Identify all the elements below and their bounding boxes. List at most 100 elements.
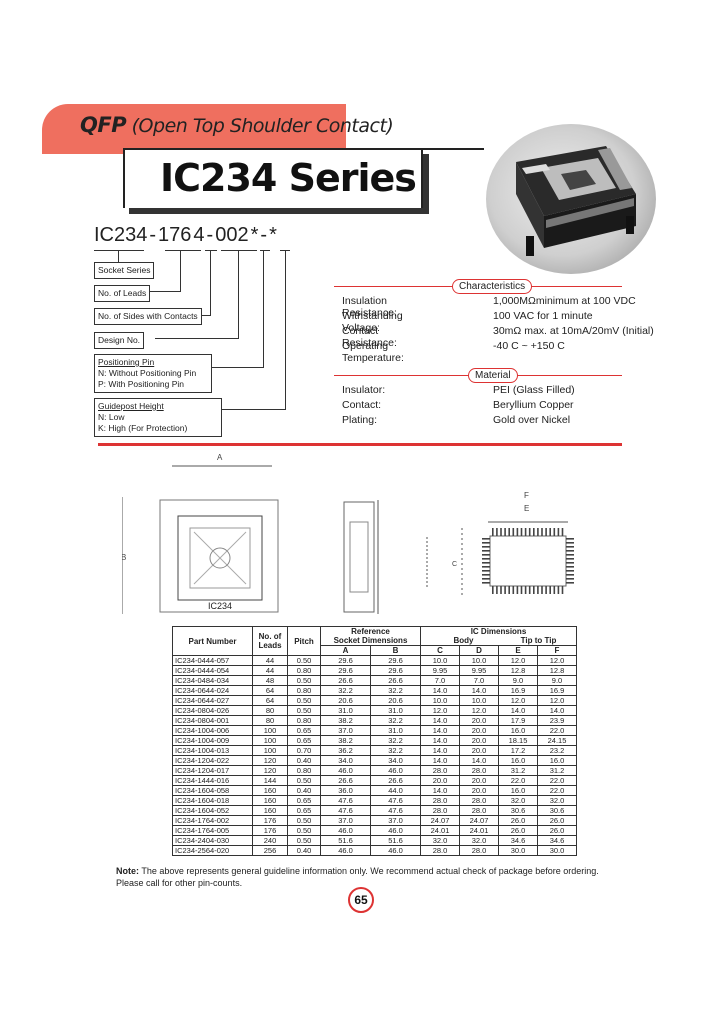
ic-pin (566, 542, 574, 544)
body-label: Body (453, 636, 474, 645)
ic-pin (520, 586, 523, 594)
table-cell: 31.2 (537, 765, 577, 776)
table-cell: 10.0 (459, 655, 499, 666)
table-cell: 29.6 (370, 655, 421, 666)
note-label: Note: (116, 866, 139, 876)
table-cell: 31.0 (320, 705, 371, 716)
table-cell: 0.80 (287, 685, 321, 696)
table-cell: 176 (252, 825, 288, 836)
table-cell: IC234-1604-058 (172, 785, 253, 796)
ic-pin (566, 538, 574, 540)
table-cell: 12.0 (537, 655, 577, 666)
table-cell: 0.50 (287, 815, 321, 826)
ic-pin (533, 528, 535, 536)
table-cell: 14.0 (459, 685, 499, 696)
table-cell: 14.0 (498, 705, 538, 716)
breakdown-positioning-pin: Positioning Pin N: Without Positioning P… (94, 354, 212, 393)
spec-key: Plating: (342, 414, 378, 426)
ic-pin (566, 554, 574, 556)
table-cell: 0.65 (287, 735, 321, 746)
tree-connector (285, 250, 286, 410)
ic-pin (482, 578, 490, 580)
table-cell: 10.0 (420, 695, 460, 706)
table-cell: 14.0 (420, 715, 460, 726)
table-cell: 9.95 (459, 665, 499, 676)
table-cell: 0.80 (287, 715, 321, 726)
table-cell: IC234-2564-020 (172, 845, 253, 856)
table-cell: 31.2 (498, 765, 538, 776)
table-cell: 0.50 (287, 705, 321, 716)
table-cell: 46.0 (320, 845, 371, 856)
ic-pin (541, 528, 543, 536)
table-cell: IC234-0444-054 (172, 665, 253, 676)
ic-pin (520, 528, 523, 536)
table-cell: 20.0 (459, 775, 499, 786)
table-cell: 26.6 (370, 775, 421, 786)
pn-underline-4 (221, 250, 257, 251)
table-cell: 64 (252, 695, 288, 706)
table-cell: 46.0 (370, 765, 421, 776)
pn-pin-option: * (250, 224, 259, 246)
table-cell: 12.0 (459, 705, 499, 716)
dim-e-label: E (524, 504, 529, 513)
table-cell: 0.80 (287, 765, 321, 776)
spec-value: Gold over Nickel (493, 414, 571, 426)
category-subtitle: (Open Top Shoulder Contact) (131, 115, 394, 137)
table-cell: 12.0 (498, 695, 538, 706)
col-d: D (459, 645, 499, 656)
ic-pin (500, 528, 502, 536)
table-cell: 22.0 (537, 775, 577, 786)
table-cell: 26.6 (320, 775, 371, 786)
table-cell: 9.0 (498, 675, 538, 686)
tree-connector (263, 250, 264, 368)
table-cell: 28.0 (459, 795, 499, 806)
pn-dash: - (149, 224, 157, 246)
footnote: Note: The above represents general guide… (116, 865, 599, 889)
table-cell: 24.07 (459, 815, 499, 826)
ic-pin (566, 570, 574, 572)
table-cell: 12.0 (420, 705, 460, 716)
table-cell: 22.0 (537, 785, 577, 796)
table-cell: 10.0 (420, 655, 460, 666)
table-cell: 14.0 (420, 755, 460, 766)
table-cell: 16.0 (498, 725, 538, 736)
dim-b-label: B (122, 553, 126, 562)
table-cell: 256 (252, 845, 288, 856)
dim-a-label: A (217, 453, 223, 462)
table-cell: 47.6 (370, 795, 421, 806)
tree-connector (118, 250, 119, 262)
ic-pin (528, 528, 531, 536)
table-cell: 47.6 (320, 805, 371, 816)
table-cell: 31.0 (370, 725, 421, 736)
reference-label: Reference (351, 627, 390, 636)
table-cell: 64 (252, 685, 288, 696)
table-cell: 0.70 (287, 745, 321, 756)
table-cell: 20.0 (459, 725, 499, 736)
table-cell: 18.15 (498, 735, 538, 746)
table-cell: 80 (252, 705, 288, 716)
table-cell: 100 (252, 725, 288, 736)
pn-underline-2 (165, 250, 201, 251)
table-cell: 100 (252, 735, 288, 746)
ic-pin (566, 566, 574, 568)
ic-pin (508, 586, 510, 594)
table-cell: 36.0 (320, 785, 371, 796)
tree-connector (155, 338, 239, 339)
table-cell: 14.0 (420, 725, 460, 736)
tip-label: Tip to Tip (520, 636, 557, 645)
table-cell: 16.9 (498, 685, 538, 696)
table-cell: IC234-0444-057 (172, 655, 253, 666)
table-cell: IC234-0484-034 (172, 675, 253, 686)
ic-pin (566, 550, 574, 552)
table-cell: IC234-2404-030 (172, 835, 253, 846)
ic-pin (512, 528, 515, 536)
ic-pin (482, 570, 490, 572)
